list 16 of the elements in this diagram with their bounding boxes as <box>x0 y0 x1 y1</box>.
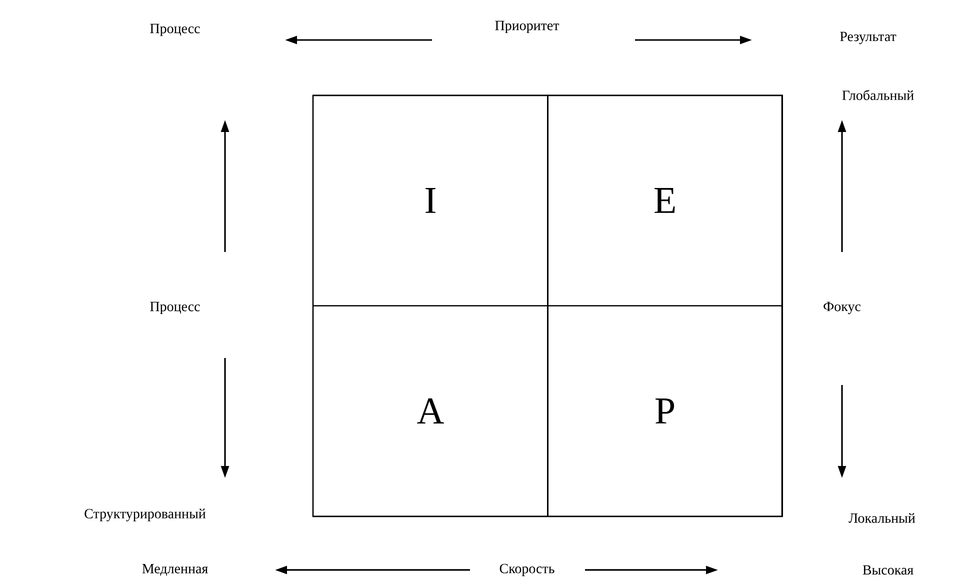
quadrant-cell: P <box>547 305 783 517</box>
axis-label: Приоритет <box>495 20 560 34</box>
axis-label: Глобальный <box>842 90 914 100</box>
axis-label: Локальный <box>848 513 916 523</box>
quadrant-cell: E <box>547 94 783 306</box>
matrix-grid <box>312 94 783 518</box>
axis-label: Медленная <box>142 564 208 576</box>
axis-label: Процесс <box>150 302 200 314</box>
axis-label: Высокая <box>862 565 914 575</box>
axis-label: Фокус <box>824 302 861 314</box>
axis-label: Структурированный <box>84 508 206 522</box>
quadrant-cell: I <box>312 94 548 306</box>
axis-label: Процесс <box>150 24 200 36</box>
quadrant-cell: A <box>312 305 548 517</box>
axis-label: Скорость <box>500 564 554 576</box>
axis-label: Результат <box>840 32 896 44</box>
